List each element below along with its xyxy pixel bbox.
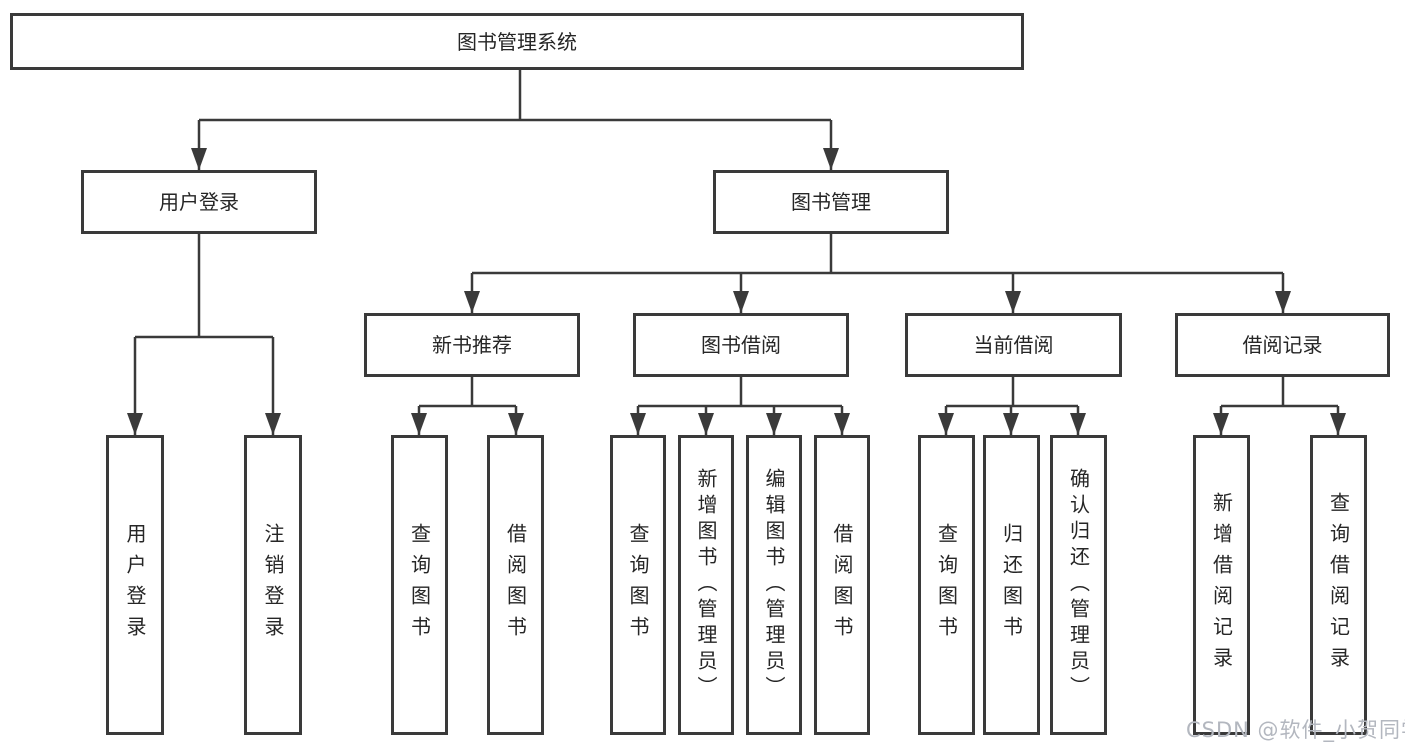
csdn-watermark: CSDN @软件_小贺同学 [1186, 718, 1405, 742]
leaf-label: 查询借阅记录 [1326, 492, 1351, 678]
leaf-label: 编辑图书（管理员） [762, 468, 786, 702]
node-new-book-recommendation: 新书推荐 [364, 313, 580, 377]
leaf-confirm-return-admin: 确认归还（管理员） [1050, 435, 1107, 735]
node-current-borrowing: 当前借阅 [905, 313, 1122, 377]
leaf-label: 确认归还（管理员） [1066, 468, 1091, 702]
leaf-label: 新增借阅记录 [1209, 492, 1234, 678]
node-book-management: 图书管理 [713, 170, 949, 234]
leaf-add-borrow-record: 新增借阅记录 [1193, 435, 1250, 735]
leaf-label: 归还图书 [999, 523, 1024, 647]
leaf-logout-login: 注销登录 [244, 435, 302, 735]
node-library-management-system: 图书管理系统 [10, 13, 1024, 70]
node-borrowing-records: 借阅记录 [1175, 313, 1390, 377]
leaf-user-login: 用户登录 [106, 435, 164, 735]
leaf-label: 借阅图书 [830, 523, 854, 647]
node-label: 新书推荐 [432, 333, 512, 357]
node-label: 借阅记录 [1242, 333, 1323, 357]
node-book-borrowing: 图书借阅 [633, 313, 849, 377]
leaf-borrow-books-borrow: 借阅图书 [814, 435, 870, 735]
leaf-borrow-books-recommend: 借阅图书 [487, 435, 544, 735]
leaf-label: 用户登录 [123, 523, 147, 647]
node-label: 图书借阅 [701, 333, 781, 357]
leaf-label: 查询图书 [626, 523, 650, 647]
leaf-return-books: 归还图书 [983, 435, 1040, 735]
node-label: 图书管理 [791, 190, 871, 214]
leaf-query-books-recommend: 查询图书 [391, 435, 448, 735]
leaf-label: 注销登录 [261, 523, 285, 647]
leaf-edit-books-admin: 编辑图书（管理员） [746, 435, 802, 735]
leaf-label: 查询图书 [407, 523, 432, 647]
leaf-label: 借阅图书 [503, 523, 528, 647]
node-label: 图书管理系统 [457, 29, 577, 54]
leaf-label: 新增图书（管理员） [694, 468, 718, 702]
node-label: 用户登录 [159, 190, 239, 214]
connector-paths [133, 70, 1340, 435]
node-label: 当前借阅 [973, 333, 1054, 357]
arrowheads [127, 148, 1346, 435]
node-user-login: 用户登录 [81, 170, 317, 234]
leaf-query-borrow-record: 查询借阅记录 [1310, 435, 1367, 735]
leaf-query-books-borrow: 查询图书 [610, 435, 666, 735]
leaf-query-books-current: 查询图书 [918, 435, 975, 735]
leaf-add-books-admin: 新增图书（管理员） [678, 435, 734, 735]
leaf-label: 查询图书 [934, 523, 959, 647]
